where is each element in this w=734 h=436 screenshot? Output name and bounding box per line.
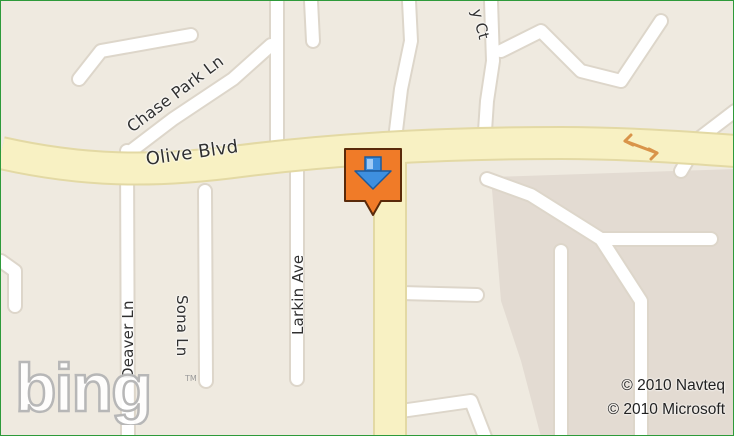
- download-arrow-icon: [354, 156, 392, 190]
- location-pin[interactable]: [343, 147, 403, 219]
- parking-area: [491, 169, 733, 435]
- double-arrow-icon: [623, 133, 659, 161]
- copyright-microsoft: © 2010 Microsoft: [607, 401, 725, 418]
- svg-text:bing: bing: [15, 359, 151, 425]
- copyright-navteq: © 2010 Navteq: [621, 377, 725, 394]
- street-label-larkin-ave: Larkin Ave: [289, 254, 307, 335]
- street-label-sona-ln: Sona Ln: [173, 295, 191, 357]
- bing-logo: bing TM: [13, 349, 213, 430]
- svg-text:TM: TM: [184, 374, 197, 383]
